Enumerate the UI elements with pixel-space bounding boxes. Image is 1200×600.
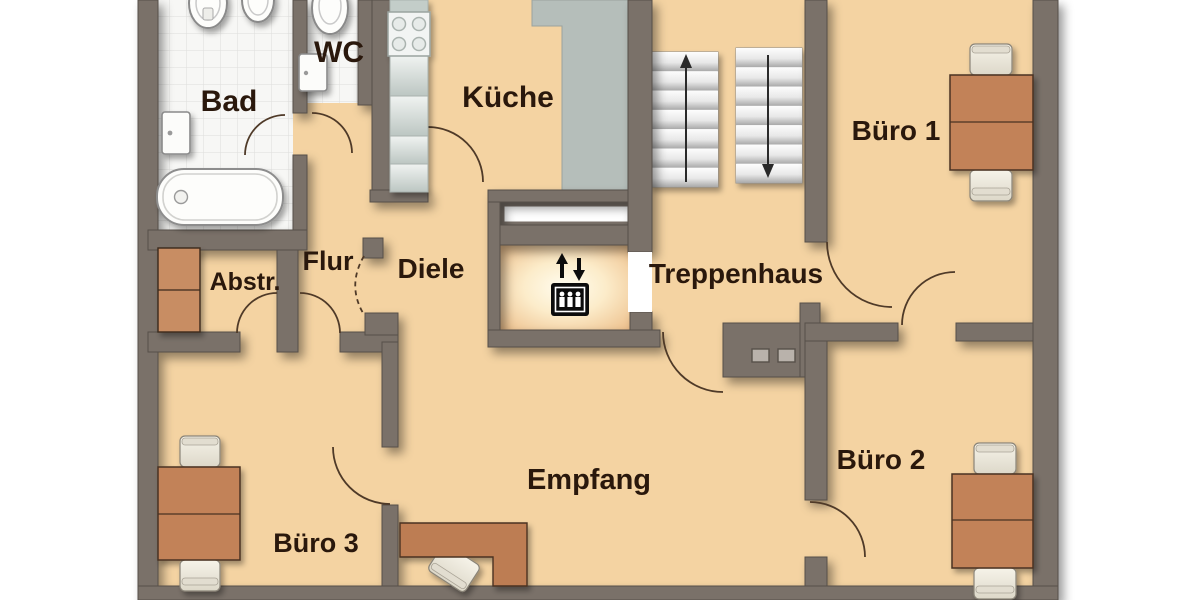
chair [973,567,1017,600]
chimney-vent [751,348,770,363]
wall-stair-left [627,0,653,253]
wall-empfang-buero3-lower [381,504,399,587]
outer-wall-bottom [137,585,1059,600]
room-label-buero3: Büro 3 [273,528,359,558]
wall-empfang-buero2-upper [804,340,828,501]
wall-empfang-buero2-lower [804,556,828,587]
wc-door-arc [311,112,353,154]
abstellraum-door-arc [236,292,278,334]
wall-abstr-flur [276,249,299,353]
wall-corridor-buero2-right [955,322,1034,342]
staircase [649,47,803,188]
elevator-door-opening [628,252,652,312]
desk [951,473,1034,569]
room-label-buero2: Büro 2 [837,444,926,475]
furniture [156,0,1034,600]
wall-flur-diele-stub [362,237,384,259]
bathtub [156,168,284,226]
buero3-door-arc [332,446,391,505]
room-label-flur: Flur [303,246,354,276]
room-label-treppenhaus: Treppenhaus [649,258,823,289]
sink-icon [241,0,275,23]
flur-empfang-door-arc [299,292,341,334]
room-label-abstellraum: Abstr. [210,268,281,296]
room-label-buero1: Büro 1 [852,115,941,146]
kueche-door-arc [427,126,484,183]
kitchen-counter [387,0,431,193]
bad-fixtures [156,0,284,226]
elevator-passengers-icon [551,253,589,316]
stairs-up-flight [649,51,719,188]
chair [969,169,1013,202]
room-label-wc: WC [314,36,364,69]
buero1-desk-group [949,43,1034,202]
wall-kueche-bottom-right [487,189,653,203]
room-label-diele: Diele [398,253,465,284]
elevator [499,201,634,330]
treppenhaus-empfang-door-arc [662,331,724,393]
arrow-down-head-icon [762,164,774,178]
wall-cabinet [161,111,191,155]
buero1-door-arc [826,241,893,308]
bad-door-arc [244,114,286,156]
room-label-kueche: Küche [462,81,554,114]
elevator-closet [499,201,634,227]
reception-counter-group [399,522,528,593]
room-label-empfang: Empfang [527,464,651,496]
outer-wall-left [137,0,159,600]
room-label-bad: Bad [201,85,258,118]
stairs-down-flight [735,47,803,184]
wall-details [628,252,796,363]
wall-corridor-buero2-left [804,322,899,342]
arrow-up-head-icon [680,54,692,68]
wall-stair-right [804,0,828,243]
buero2-empfang-door-arc [809,501,866,558]
flur-diele-opening-arc [354,255,365,314]
abstellraum-shelf [157,247,201,333]
wall-elevator-bottom [487,329,661,348]
toilet-icon [311,0,349,35]
buero3-desk-group [157,435,241,592]
wall-diele-corner-block [364,312,399,336]
hand-sink [298,53,328,92]
wall-elevator-left [487,201,501,348]
chair [179,559,221,592]
wall-empfang-top-left [147,331,241,353]
bathtub-drain [173,189,189,205]
reception-counter [399,522,528,587]
room-labels: Bad WC Küche Büro 1 Flur Diele Abstr. Tr… [201,36,941,558]
wall-bad-bottom [147,229,308,251]
buero2-corridor-door-arc [901,271,956,326]
wc-fixtures [298,0,349,92]
outer-wall-right [1032,0,1059,600]
buero2-desk-group [951,442,1034,600]
chimney-vent [777,348,796,363]
wall-empfang-buero3-upper [381,341,399,448]
door-arcs [236,112,956,558]
